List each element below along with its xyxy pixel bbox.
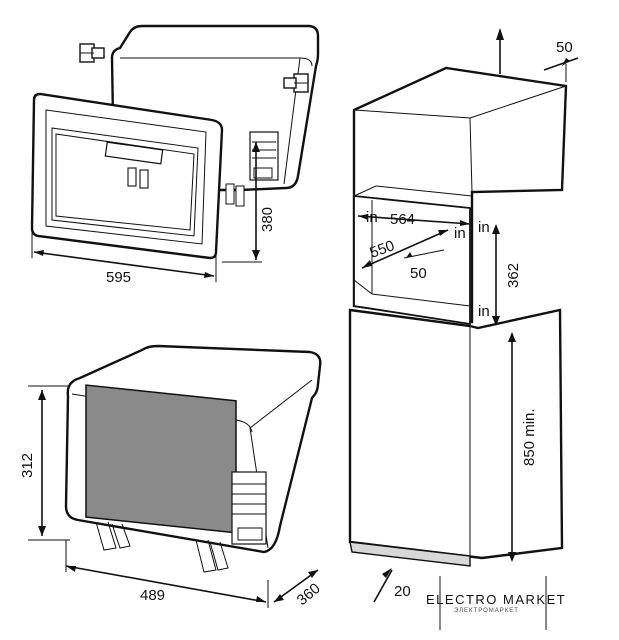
label-in-4: in [478,303,490,320]
dim-oven-height: 312 [19,453,36,478]
logo-subtitle: ЭЛЕКТРОМАРКЕТ [454,608,519,614]
freestanding-oven-group: 312 489 360 [19,344,324,609]
dim-inner-offset: 50 [410,265,427,282]
label-in-2: in [454,225,466,242]
dimension-plinth-gap: 20 [373,568,411,603]
dimension-base-height: 850 min. [508,332,538,562]
dimension-cabinet-top-offset: 50 [543,39,579,82]
built-in-oven-group: 595 380 [30,24,320,286]
dimension-oven-depth: 360 [273,569,324,609]
electro-market-logo: ELECTRO MARKET ЭЛЕКТРОМАРКЕТ [426,576,566,630]
dim-cabinet-top-offset: 50 [556,39,573,56]
dim-frame-height: 380 [259,207,276,232]
dimension-frame-height: 380 [222,142,276,263]
dimension-niche-height: in in 362 [478,219,522,326]
cabinet-plinth [349,541,471,567]
dim-base-height: 850 min. [521,408,538,466]
dim-niche-height: 362 [505,263,522,288]
cabinet-group: 50 in 564 in 550 50 [348,28,579,603]
dimension-frame-width: 595 [31,232,217,286]
cabinet-niche [353,195,471,326]
right-mounting-bracket-icon [283,73,309,93]
label-in-1: in [366,209,378,226]
dimension-oven-height: 312 [19,385,70,541]
left-mounting-bracket-icon [79,43,105,63]
dimension-inner-offset: 50 [403,249,445,282]
dim-frame-width: 595 [106,269,131,286]
built-in-oven-control-panel [249,131,279,181]
dim-plinth-gap: 20 [394,583,411,600]
freestanding-oven-door-window [85,384,237,534]
label-in-3: in [478,219,490,236]
dimension-inner-width: in 564 in [357,209,471,242]
dim-oven-width: 489 [140,587,165,604]
logo-title: ELECTRO MARKET [426,592,566,607]
freestanding-oven-control-panel [231,471,267,545]
installation-frame [30,92,224,260]
dim-inner-width: 564 [390,211,415,228]
dimension-oven-width: 489 [65,540,269,608]
